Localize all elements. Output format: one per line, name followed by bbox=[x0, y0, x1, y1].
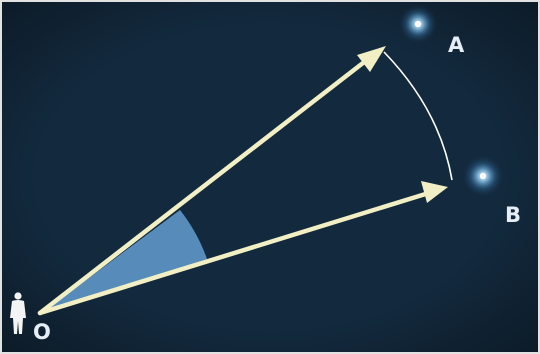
observer-label: O bbox=[33, 322, 51, 343]
star-a-glowing-star-icon bbox=[398, 4, 438, 44]
star-b-glowing-star-icon bbox=[462, 155, 504, 197]
star-b-label: B bbox=[505, 205, 521, 226]
star-a-label: A bbox=[448, 35, 464, 56]
